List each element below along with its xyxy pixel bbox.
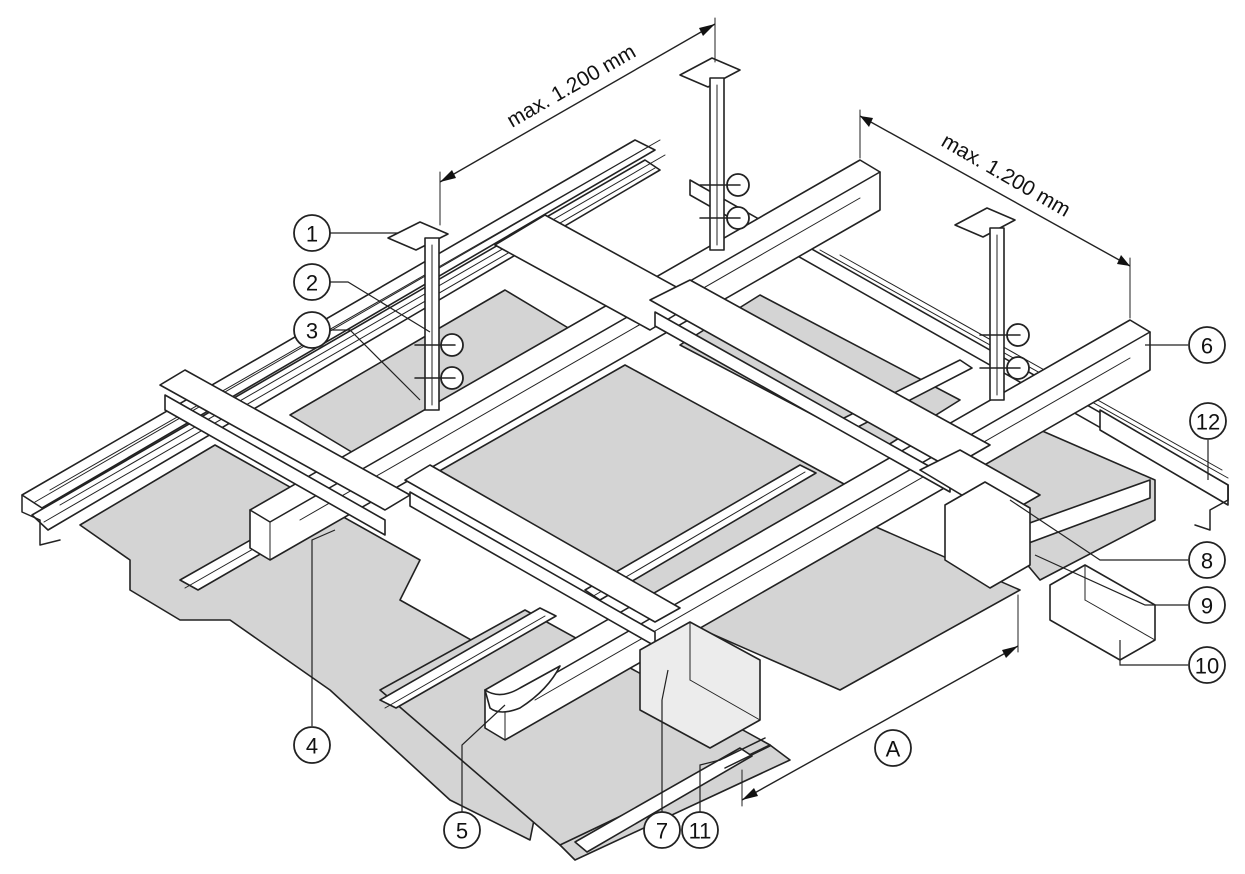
callout-4: 4 xyxy=(293,726,331,764)
svg-text:7: 7 xyxy=(656,819,668,844)
svg-text:4: 4 xyxy=(306,734,318,759)
svg-text:8: 8 xyxy=(1201,549,1213,574)
callout-6: 6 xyxy=(1188,326,1226,364)
callout-3: 3 xyxy=(293,311,331,349)
callout-12: 12 xyxy=(1189,402,1227,440)
runner-end-profile xyxy=(484,665,561,713)
dimension-top-label: max. 1.200 mm xyxy=(503,40,640,132)
callout-11: 11 xyxy=(681,811,719,849)
callout-10: 10 xyxy=(1188,646,1226,684)
svg-text:10: 10 xyxy=(1195,654,1219,679)
callout-8: 8 xyxy=(1188,541,1226,579)
svg-text:6: 6 xyxy=(1201,334,1213,359)
dimension-right-label: max. 1.200 mm xyxy=(938,129,1075,221)
cross-tees xyxy=(159,214,1041,749)
svg-text:5: 5 xyxy=(456,819,468,844)
svg-text:11: 11 xyxy=(689,819,712,844)
runner-back xyxy=(249,159,881,561)
svg-text:3: 3 xyxy=(306,319,318,344)
hanger-3 xyxy=(954,207,1030,401)
svg-text:9: 9 xyxy=(1201,594,1213,619)
dimension-bottom: A xyxy=(741,594,1019,807)
end-clip xyxy=(719,737,771,769)
callout-leaders xyxy=(311,232,1209,812)
callout-5: 5 xyxy=(443,811,481,849)
dimension-bottom-label: A xyxy=(886,737,901,762)
svg-text:12: 12 xyxy=(1196,410,1220,435)
callout-2: 2 xyxy=(293,263,331,301)
callout-9: 9 xyxy=(1188,586,1226,624)
hanger-2 xyxy=(679,57,750,251)
hanger-1 xyxy=(387,221,464,411)
svg-text:1: 1 xyxy=(306,222,318,247)
svg-text:2: 2 xyxy=(306,271,318,296)
dimension-a-bubble xyxy=(874,729,912,767)
cover-cap xyxy=(1049,564,1156,661)
callouts: 1 2 3 4 5 6 7 8 xyxy=(293,214,1227,849)
ceiling-panels xyxy=(79,289,1156,861)
callout-7: 7 xyxy=(643,811,681,849)
callout-1: 1 xyxy=(293,214,331,252)
